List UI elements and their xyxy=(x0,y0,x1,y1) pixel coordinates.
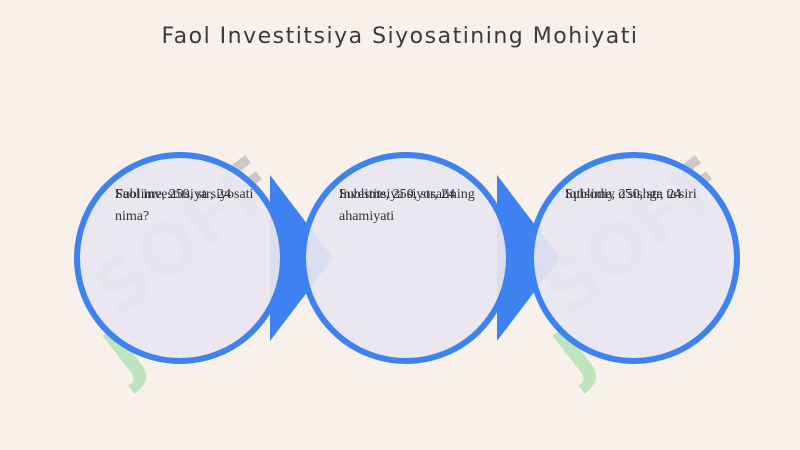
step-label: Investitsiya siyosatining ahamiyati xyxy=(339,187,475,224)
step-overlay-text: Sublime, 250, str, 24 xyxy=(115,187,232,202)
step-overlay-text: Sublime, 250, str, 24 xyxy=(565,187,682,202)
step-circle-3 xyxy=(528,152,740,364)
step-circle-2 xyxy=(300,152,512,364)
step-label: Iqtisodiy o'sishga ta'siri xyxy=(565,187,697,202)
step-label: Faol investitsiya siyosati nima? xyxy=(115,187,254,224)
step-overlay-text: Sublime, 250, str, 24 xyxy=(339,187,456,202)
step-circle-1 xyxy=(74,152,286,364)
page-title: Faol Investitsiya Siyosatining Mohiyati xyxy=(161,24,639,49)
